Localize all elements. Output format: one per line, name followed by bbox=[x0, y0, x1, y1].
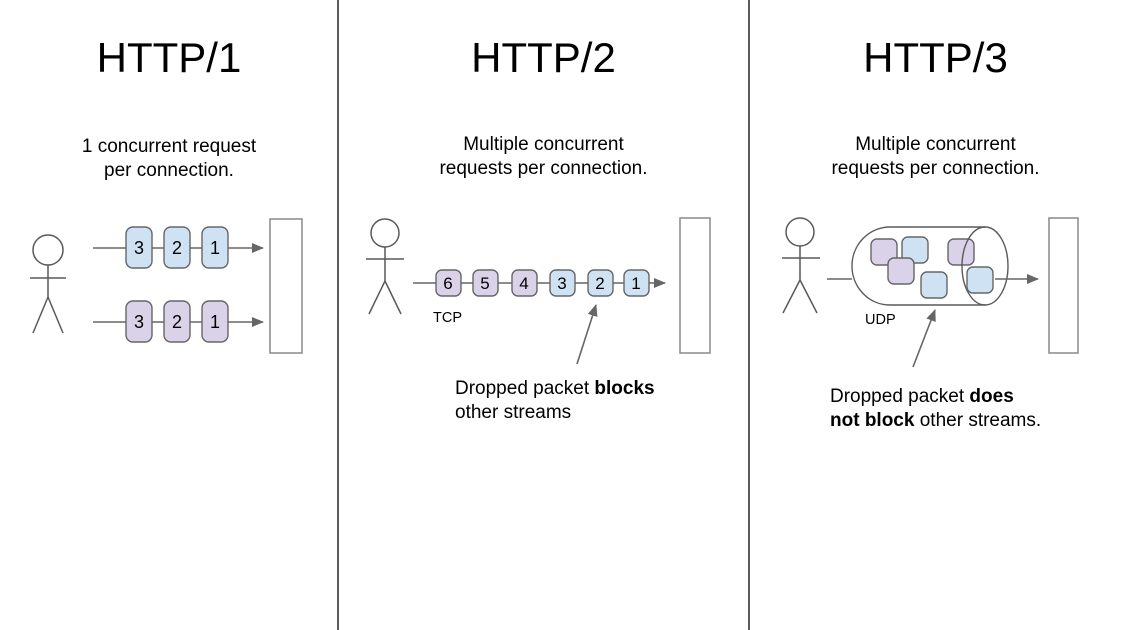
http2-title: HTTP/2 bbox=[471, 34, 616, 81]
figure-head bbox=[785, 217, 815, 247]
http3-subtitle: Multiple concurrent requests per connect… bbox=[831, 134, 1040, 179]
packet-box bbox=[125, 226, 153, 269]
http3-caption-bold2: not block bbox=[830, 409, 915, 431]
packet-box bbox=[901, 236, 929, 264]
packet-box bbox=[163, 300, 191, 343]
http3-caption: Dropped packet does not block other stre… bbox=[830, 385, 1041, 432]
figure-leg-left bbox=[782, 279, 801, 314]
packet-label: 3 bbox=[134, 312, 144, 332]
packet-label: 2 bbox=[595, 274, 604, 293]
http2-diagram: 6 5 4 3 2 1 TCP bbox=[366, 217, 711, 365]
server-box bbox=[269, 218, 303, 354]
packet-box bbox=[966, 266, 994, 294]
packet-box bbox=[163, 226, 191, 269]
figure-leg-left bbox=[368, 280, 386, 315]
http2-caption: Dropped packet blocks other streams bbox=[455, 377, 655, 424]
packet-box bbox=[887, 257, 915, 285]
packet-box bbox=[549, 269, 576, 297]
dropped-packet-pointer-arrow bbox=[912, 309, 936, 368]
http2-subtitle: Multiple concurrent requests per connect… bbox=[439, 134, 648, 179]
tcp-label: TCP bbox=[433, 310, 462, 326]
http1-title: HTTP/1 bbox=[96, 34, 242, 81]
server-box bbox=[1048, 217, 1079, 354]
packet-label: 1 bbox=[210, 312, 220, 332]
packet-label: 3 bbox=[134, 238, 144, 258]
packet-label: 1 bbox=[210, 238, 220, 258]
http1-stream-1: 3 2 1 bbox=[93, 226, 264, 269]
http1-stream-2: 3 2 1 bbox=[93, 300, 264, 343]
packet-box bbox=[201, 226, 229, 269]
http2-caption-pre: Dropped packet bbox=[455, 378, 595, 399]
figure-leg-left bbox=[32, 296, 49, 334]
server-box bbox=[679, 217, 711, 354]
packet-label: 2 bbox=[172, 238, 182, 258]
packet-box bbox=[435, 269, 462, 297]
packet-box bbox=[623, 269, 650, 297]
packet-box bbox=[125, 300, 153, 343]
packet-label: 5 bbox=[480, 274, 489, 293]
http3-caption-post: other streams. bbox=[914, 409, 1042, 431]
packet-box bbox=[587, 269, 614, 297]
dropped-packet-pointer-arrow bbox=[576, 304, 598, 365]
packet-box bbox=[201, 300, 229, 343]
packet-box bbox=[472, 269, 499, 297]
udp-label: UDP bbox=[865, 312, 896, 328]
pipe-packets bbox=[870, 236, 975, 299]
http2-stream: 6 5 4 3 2 1 bbox=[413, 269, 666, 297]
pipe-left-cap bbox=[851, 226, 891, 306]
figure-head bbox=[370, 218, 400, 248]
figure-leg-right bbox=[47, 296, 64, 334]
pipe-opening bbox=[961, 226, 1009, 306]
http1-subtitle: 1 concurrent request per connection. bbox=[81, 136, 257, 181]
client-figure bbox=[366, 218, 404, 315]
http3-title: HTTP/3 bbox=[863, 34, 1008, 81]
packet-box bbox=[511, 269, 538, 297]
packet-label: 6 bbox=[443, 274, 452, 293]
http1-diagram: 3 2 1 3 2 1 bbox=[30, 218, 303, 354]
panel-divider-2 bbox=[748, 0, 750, 630]
figure-leg-right bbox=[799, 279, 818, 314]
packet-label: 4 bbox=[519, 274, 528, 293]
figure-leg-right bbox=[384, 280, 402, 315]
packet-label: 3 bbox=[557, 274, 566, 293]
udp-pipe bbox=[851, 226, 985, 306]
http2-caption-line2: other streams bbox=[455, 401, 572, 423]
packet-label: 2 bbox=[172, 312, 182, 332]
figure-head bbox=[32, 234, 64, 266]
packet-box bbox=[947, 238, 975, 266]
packet-label: 1 bbox=[631, 274, 640, 293]
panel-divider-1 bbox=[337, 0, 339, 630]
client-figure bbox=[782, 217, 820, 314]
http3-diagram: UDP bbox=[782, 217, 1079, 368]
http3-caption-pre: Dropped packet bbox=[830, 386, 970, 407]
http2-caption-bold: blocks bbox=[594, 378, 655, 399]
packet-box bbox=[920, 271, 948, 299]
http3-caption-bold1: does bbox=[969, 386, 1014, 407]
client-figure bbox=[30, 234, 66, 334]
